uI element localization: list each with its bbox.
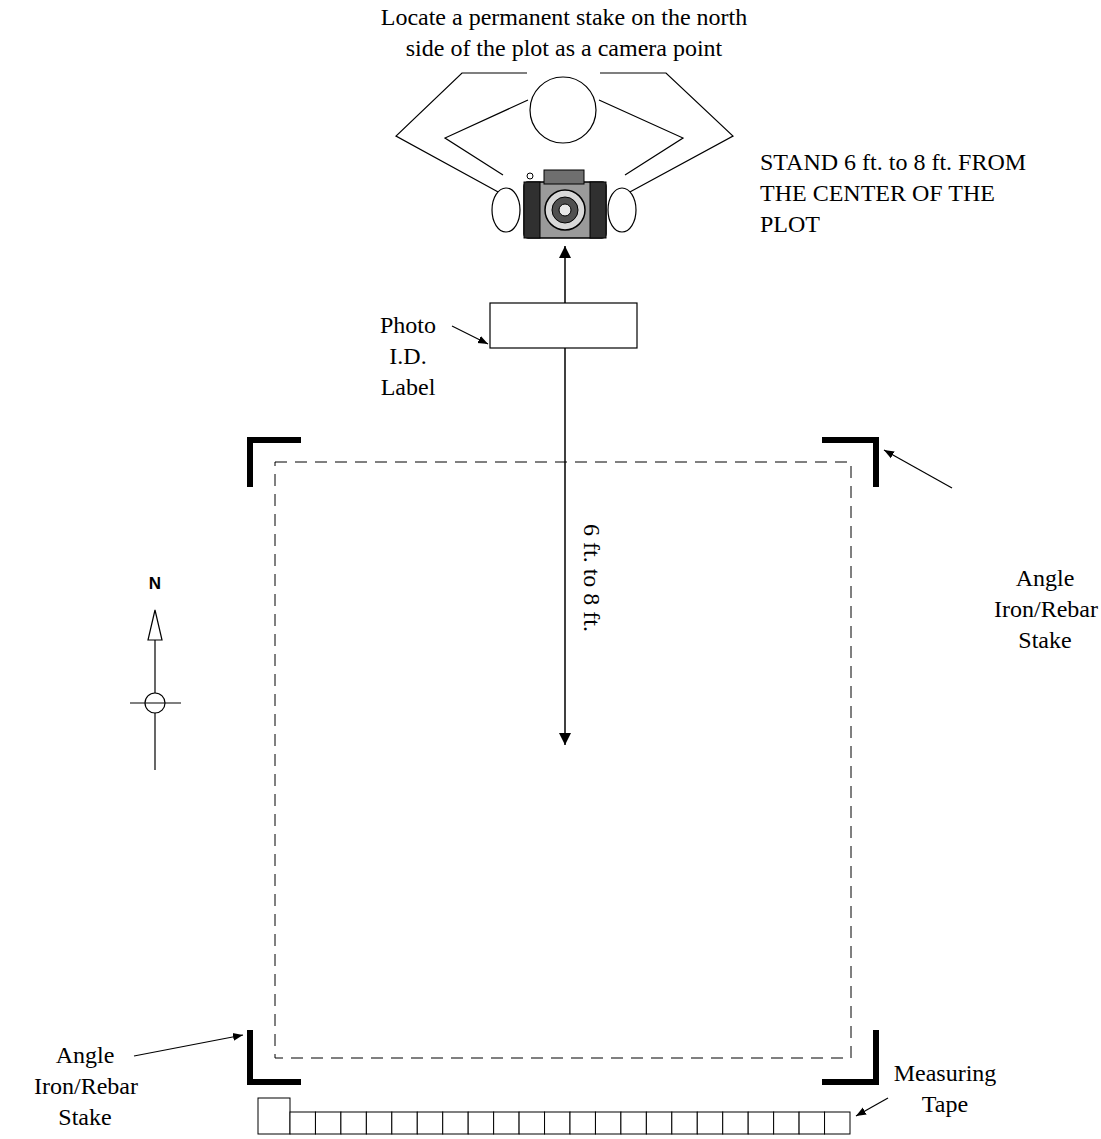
dimension-label: 6 ft. to 8 ft. bbox=[579, 524, 605, 632]
leader-line bbox=[134, 1035, 243, 1056]
photo-id-label-box bbox=[490, 303, 637, 348]
distance-note: STAND 6 ft. to 8 ft. FROM THE CENTER OF … bbox=[760, 147, 1052, 240]
measuring-tape-callout: Measuring Tape bbox=[889, 1058, 1001, 1120]
photo-id-label-callout: Photo I.D. Label bbox=[362, 310, 454, 403]
measuring-tape bbox=[258, 1098, 850, 1134]
leader-line bbox=[884, 450, 952, 488]
north-label: N bbox=[149, 573, 161, 595]
corner-stakes bbox=[250, 440, 876, 1082]
leader-line bbox=[856, 1098, 888, 1116]
leader-line bbox=[452, 326, 488, 344]
camera-point-note: Locate a permanent stake on the north si… bbox=[365, 2, 763, 64]
photographer-figure bbox=[396, 73, 733, 232]
stake-callout: Angle Iron/Rebar Stake bbox=[994, 563, 1096, 656]
north-arrow bbox=[130, 610, 181, 770]
stake-callout: Angle Iron/Rebar Stake bbox=[34, 1040, 136, 1133]
camera-icon bbox=[524, 170, 606, 238]
plot-boundary bbox=[275, 462, 851, 1058]
